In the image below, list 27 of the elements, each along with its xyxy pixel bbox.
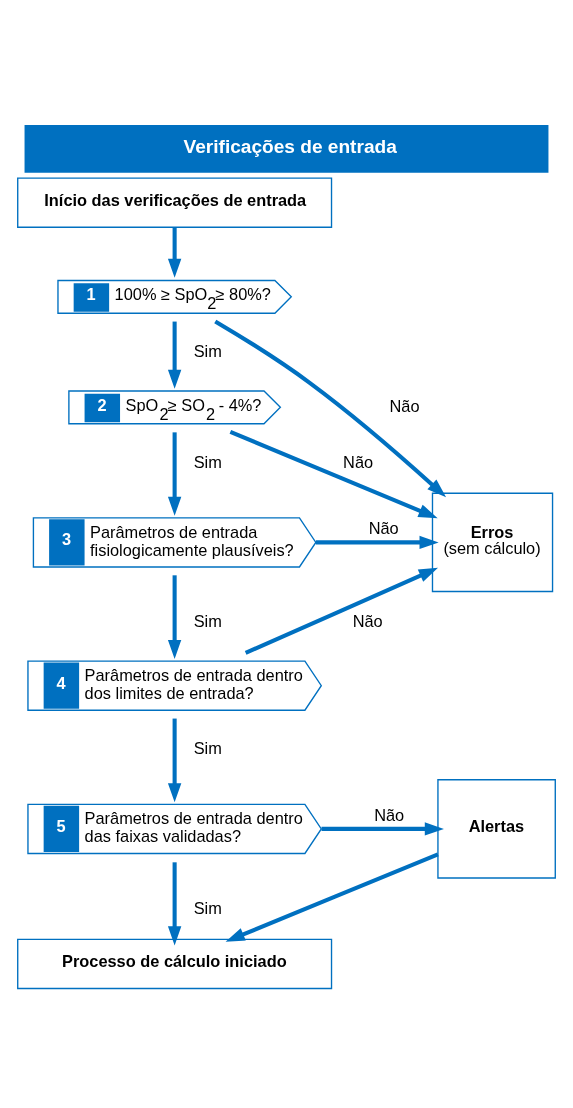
edge-label: Sim bbox=[193, 898, 222, 917]
arrow bbox=[214, 319, 447, 498]
arrow bbox=[167, 321, 182, 389]
edge-label: Sim bbox=[193, 612, 222, 631]
edge-label: Sim bbox=[193, 341, 222, 360]
arrow bbox=[167, 575, 182, 660]
arrow bbox=[244, 567, 438, 655]
edge-label: Não bbox=[374, 805, 405, 824]
arrow bbox=[167, 432, 182, 516]
node-box: Processo de cálculo iniciado bbox=[17, 938, 333, 990]
arrow bbox=[225, 852, 439, 942]
arrow bbox=[167, 718, 182, 803]
edge-label: Não bbox=[343, 452, 374, 471]
edge-label: Sim bbox=[193, 452, 222, 471]
diagram-title: Verificações de entrada bbox=[183, 136, 397, 158]
edge-label: Sim bbox=[193, 739, 222, 758]
node-box: Início das verificações de entrada bbox=[17, 177, 333, 228]
arrow bbox=[167, 227, 182, 278]
edge-label: Não bbox=[352, 612, 383, 631]
arrow bbox=[321, 822, 444, 836]
arrow bbox=[315, 535, 439, 550]
node-box: Erros (sem cálculo) bbox=[431, 492, 554, 593]
edge-label: Não bbox=[389, 397, 420, 416]
edge-label: Não bbox=[368, 519, 399, 538]
node-box: Alertas bbox=[437, 779, 556, 879]
arrow bbox=[229, 430, 438, 519]
arrow bbox=[167, 862, 182, 946]
